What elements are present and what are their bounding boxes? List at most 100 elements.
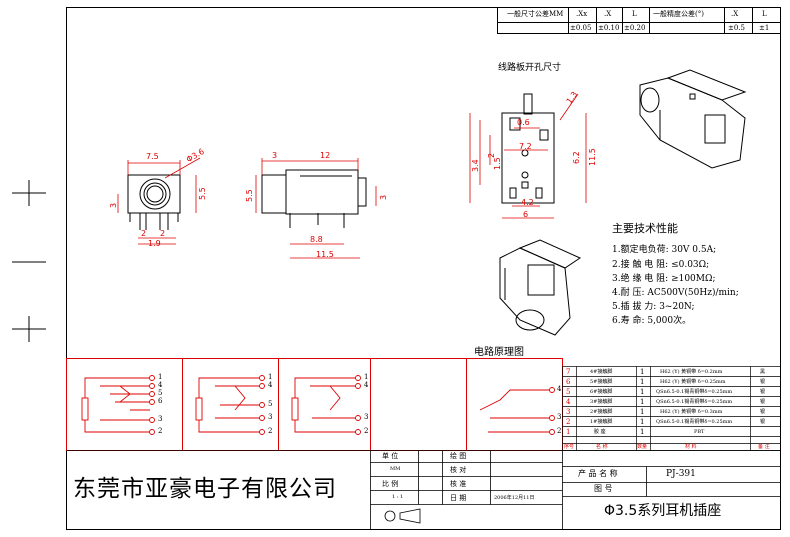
c1-pin: 1 bbox=[158, 373, 163, 381]
bom-no: 2 bbox=[566, 418, 571, 426]
c4-pin: 3 bbox=[557, 413, 562, 421]
bom-no: 1 bbox=[566, 428, 571, 436]
dim-3-4: 3.4 bbox=[471, 159, 480, 172]
dim-0-6: 0.6 bbox=[517, 118, 530, 127]
dim-3c: 3 bbox=[379, 194, 388, 200]
circuit-area-lines bbox=[66, 358, 563, 451]
iso-view-bottom bbox=[499, 239, 582, 336]
dim-7-5: 7.5 bbox=[146, 152, 159, 161]
spec-1: 1.额定电负荷: 30V 0.5A; bbox=[612, 245, 717, 255]
iso-view-top bbox=[639, 69, 747, 169]
bom-name: 2#接触脚 bbox=[590, 409, 613, 415]
tol-val-l: ±0.20 bbox=[624, 24, 646, 32]
c4-pin: 4 bbox=[557, 385, 562, 393]
tol-ang-col-l: L bbox=[762, 10, 767, 18]
bom-no: 7 bbox=[566, 368, 571, 376]
bom-qty: 1 bbox=[640, 398, 645, 406]
spec-6: 6.寿 命: 5,000次。 bbox=[612, 316, 692, 326]
product-name-label: 产 品 名 称 bbox=[578, 469, 618, 478]
c1-pin: 3 bbox=[158, 415, 163, 423]
circuit-terminals bbox=[149, 375, 555, 435]
circuit-title: 电路原理图 bbox=[474, 347, 524, 358]
bom-header-no: 序号 bbox=[564, 444, 575, 450]
bom-name: 6#接触脚 bbox=[590, 389, 613, 395]
bom-no: 5 bbox=[566, 388, 571, 396]
c3-pin: 4 bbox=[364, 381, 369, 389]
bom-no: 3 bbox=[566, 408, 571, 416]
bom-mat: QSn6.5-0.1锡青铜带δ=0.25mm bbox=[656, 399, 733, 405]
bom-no: 6 bbox=[566, 378, 571, 386]
date-label: 日 期 bbox=[450, 494, 467, 502]
bom-mat: H62 (Y) 黄铜带 δ=0.3mm bbox=[660, 409, 723, 415]
product-name-value: PJ-391 bbox=[666, 469, 696, 479]
bom-header-note: 备 注 bbox=[758, 444, 770, 450]
bom-note: 银 bbox=[760, 399, 766, 405]
bom-mat: H62 (Y) 黄铜带 δ=0.2mm bbox=[660, 369, 723, 375]
bom-qty: 1 bbox=[640, 368, 645, 376]
pcb-title: 线路板开孔尺寸 bbox=[498, 63, 562, 73]
pcb-dims bbox=[469, 93, 587, 219]
dim-3b: 3 bbox=[272, 151, 278, 160]
tol-col-xx: .Xx bbox=[576, 10, 588, 18]
specs-heading: 主要技术性能 bbox=[612, 222, 678, 235]
tol-col-x: .X bbox=[604, 10, 612, 18]
bom-mat: PBT bbox=[694, 429, 705, 435]
scale-label: 比 例 bbox=[382, 480, 399, 488]
tol-ang-val-l: ±1 bbox=[759, 24, 770, 32]
unit-value: MM bbox=[390, 466, 401, 472]
c2-pin: 4 bbox=[268, 381, 273, 389]
company-name: 东莞市亚豪电子有限公司 bbox=[73, 476, 337, 502]
scale-value: 1 : 1 bbox=[392, 494, 404, 500]
dim-4-2: 4.2 bbox=[521, 198, 534, 207]
c1-pin: 5 bbox=[158, 389, 163, 397]
front-view-dims bbox=[117, 157, 201, 245]
tol-ang-val-x: ±0.5 bbox=[728, 24, 745, 32]
bom-header-qty: 数量 bbox=[637, 444, 648, 450]
bom-name: 5#接触脚 bbox=[590, 379, 613, 385]
c1-pin: 6 bbox=[158, 397, 163, 405]
side-view bbox=[261, 169, 367, 228]
projection-symbol bbox=[384, 508, 421, 524]
tol-val-x: ±0.10 bbox=[598, 24, 620, 32]
dim-12: 12 bbox=[320, 151, 331, 160]
dim-3a: 3 bbox=[109, 202, 118, 208]
c1-pin: 2 bbox=[158, 427, 163, 435]
c3-pin: 1 bbox=[364, 373, 369, 381]
dim-8-8: 8.8 bbox=[310, 235, 323, 244]
bom-qty: 1 bbox=[640, 418, 645, 426]
dim-2a: 2 bbox=[141, 229, 147, 238]
pcb-layout bbox=[501, 93, 555, 204]
approve-label: 核 准 bbox=[450, 480, 467, 488]
tol-col-l: L bbox=[632, 10, 637, 18]
front-view bbox=[127, 174, 181, 230]
c2-pin: 5 bbox=[268, 400, 273, 408]
bom-qty: 1 bbox=[640, 388, 645, 396]
bom-mat: H62 (Y) 黄铜带 δ=0.25mm bbox=[660, 379, 726, 385]
dim-6-2: 6.2 bbox=[572, 151, 581, 164]
dim-6: 6 bbox=[523, 210, 529, 219]
bom-name: 4#接触脚 bbox=[590, 369, 613, 375]
title-block-grid bbox=[66, 450, 781, 530]
dim-11-5a: 11.5 bbox=[316, 250, 334, 259]
c3-pin: 3 bbox=[364, 413, 369, 421]
check-label: 核 对 bbox=[450, 466, 467, 474]
bom-no: 4 bbox=[566, 398, 571, 406]
dim-11-5b: 11.5 bbox=[588, 148, 597, 166]
c4-pin: 2 bbox=[557, 427, 562, 435]
tol-val-xx: ±0.05 bbox=[570, 24, 592, 32]
bom-note: 银 bbox=[760, 409, 766, 415]
circuit-symbols bbox=[81, 377, 550, 433]
drawn-label: 绘 图 bbox=[450, 452, 467, 460]
bom-mat: QSn6.5-0.1锡青铜带δ=0.25mm bbox=[656, 389, 733, 395]
bom-qty: 1 bbox=[640, 428, 645, 436]
bom-note: 黑 bbox=[760, 369, 766, 375]
tol-angle-label: 一般精度公差(°) bbox=[653, 10, 704, 18]
spec-2: 2.接 触 电 阻: ≤0.03Ω; bbox=[612, 260, 710, 270]
bom-name: 胶 座 bbox=[594, 429, 606, 435]
dim-1-5: 1.5 bbox=[493, 157, 502, 170]
bom-note: 银 bbox=[760, 389, 766, 395]
dim-2b: 2 bbox=[160, 229, 166, 238]
c3-pin: 2 bbox=[364, 427, 369, 435]
